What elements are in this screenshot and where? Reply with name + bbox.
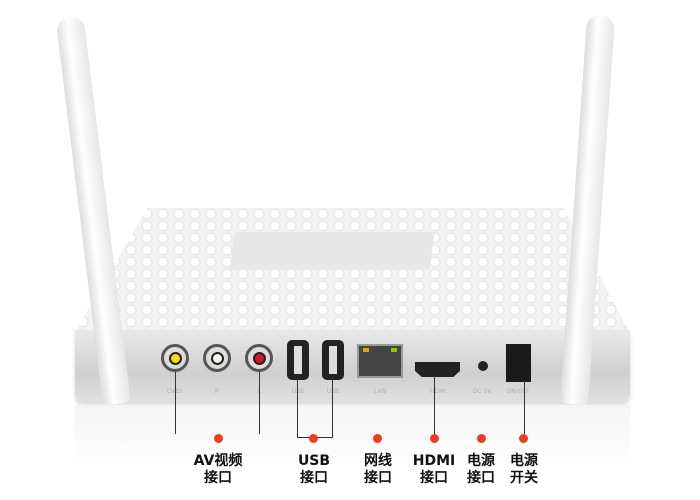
callout-line: 开关 <box>510 470 538 486</box>
rca-video-port <box>161 344 189 372</box>
callout-line: 网线 <box>364 453 392 469</box>
port-marking: LAN <box>373 388 387 395</box>
dc-power-port <box>478 361 488 371</box>
callout-dot <box>373 434 382 443</box>
callout-dot <box>430 434 439 443</box>
callout-line: USB <box>297 453 331 469</box>
rca-left-port <box>245 344 273 372</box>
callout-line: 电源 <box>467 453 495 469</box>
callout-lan: 网线接口 <box>343 453 413 487</box>
hdmi-port <box>415 362 460 377</box>
port-marking: DC 5V <box>472 388 492 395</box>
callout-line: 电源 <box>510 453 538 469</box>
port-marking: HDMI <box>429 388 447 395</box>
port-marking: USB <box>313 388 353 395</box>
leader-line <box>524 380 525 434</box>
leader-line <box>297 378 298 438</box>
callout-line: AV视频 <box>193 453 243 469</box>
callout-line: 接口 <box>204 470 232 486</box>
callout-line: 接口 <box>364 470 392 486</box>
callout-line: HDMI <box>412 453 456 469</box>
callout-dot <box>214 434 223 443</box>
leader-line <box>175 372 176 434</box>
callout-line: 接口 <box>300 470 328 486</box>
callout-dot <box>519 434 528 443</box>
callout-dot <box>477 434 486 443</box>
callout-line: 接口 <box>467 470 495 486</box>
callout-power-switch: 电源开关 <box>489 453 559 487</box>
port-marking: USB <box>278 388 318 395</box>
leader-line <box>434 376 435 434</box>
callout-power-port: 电源接口 <box>446 453 516 487</box>
rca-right-port <box>203 344 231 372</box>
lan-port <box>357 344 403 378</box>
leader-line <box>332 378 333 438</box>
port-marking: ON/OFF <box>506 388 530 395</box>
usb-port-2 <box>322 340 344 380</box>
usb-port-1 <box>287 340 309 380</box>
device-reflection <box>75 405 630 465</box>
port-marking: R <box>214 388 220 395</box>
callout-av: AV视频接口 <box>183 453 253 487</box>
callout-dot <box>309 434 318 443</box>
device-top-surface <box>75 208 630 333</box>
callout-line: 接口 <box>420 470 448 486</box>
power-switch[interactable] <box>506 344 531 382</box>
device-top-panel <box>229 232 435 270</box>
leader-line <box>259 372 260 434</box>
